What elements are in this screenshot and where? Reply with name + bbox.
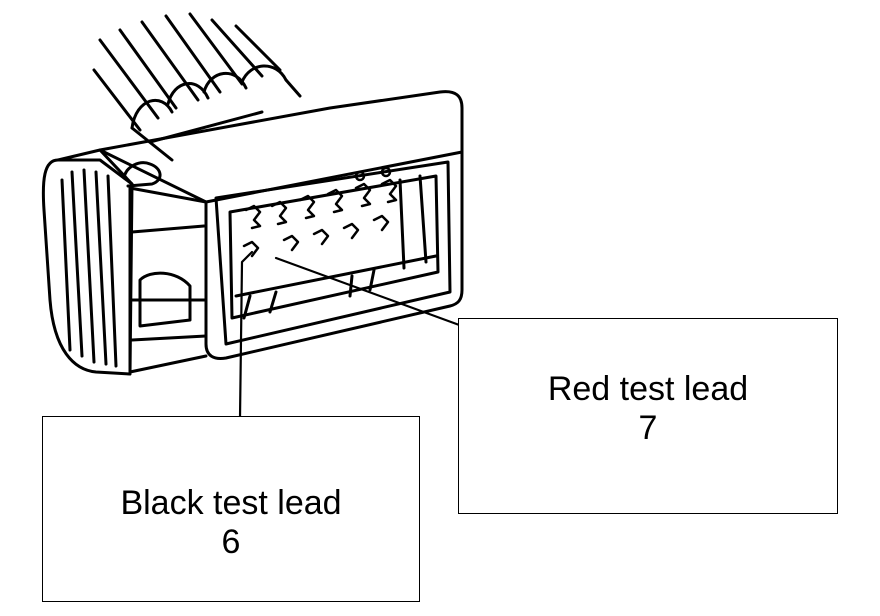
- leader-line-black: [238, 250, 254, 420]
- pin-cavity: [298, 194, 316, 220]
- callout-black-pin: 6: [221, 523, 241, 561]
- pin-cavity: [242, 240, 260, 258]
- leader-lines: [238, 250, 464, 420]
- callout-red-pin: 7: [638, 409, 658, 447]
- pin-cavity: [282, 234, 300, 252]
- pin-cavity: [312, 228, 330, 246]
- pin-cavity: [354, 182, 372, 208]
- pin-cavity: [354, 170, 366, 182]
- pin-cavity: [244, 204, 262, 230]
- pin-cavities: [242, 166, 398, 258]
- callout-black-test-lead: Black test lead 6: [42, 416, 420, 602]
- pin-cavity: [380, 166, 392, 178]
- wire-bundle: [92, 12, 282, 132]
- callout-red-test-lead: Red test lead 7: [458, 318, 838, 514]
- callout-red-label: Red test lead: [547, 369, 749, 408]
- pin-cavity: [372, 214, 390, 232]
- pin-cavity: [380, 178, 398, 204]
- pin-cavity: [270, 200, 288, 226]
- wire-boot: [130, 64, 302, 162]
- locking-latch: [41, 148, 134, 376]
- callout-black-label: Black test lead: [120, 483, 342, 522]
- leader-line-red: [274, 256, 464, 328]
- pin-cavity: [326, 188, 344, 214]
- pin-cavity: [342, 222, 360, 240]
